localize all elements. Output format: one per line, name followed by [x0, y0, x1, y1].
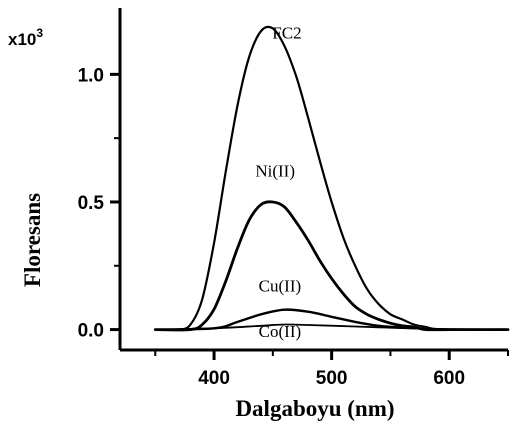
- y-tick-label-2: 1.0: [78, 65, 104, 86]
- x-tick-label-600: 600: [433, 368, 465, 389]
- y-tick-label-0: 0.0: [78, 321, 104, 342]
- y-tick-label-1: 0.5: [78, 193, 105, 214]
- axes-layer: 400 500 600 0.0 0.5 1.0: [78, 8, 509, 389]
- x-tick-label-500: 500: [316, 368, 348, 389]
- x-axis-title: Dalgaboyu (nm): [235, 396, 394, 421]
- series-label-co-ii: Co(II): [259, 322, 301, 341]
- series-label-ni-ii: Ni(II): [255, 161, 295, 180]
- series-label-fc2: FC2: [272, 24, 301, 43]
- curves-layer: [153, 25, 510, 332]
- y-axis-title: Floresans: [20, 193, 45, 287]
- series-line-co-ii: [154, 323, 509, 331]
- x-tick-label-400: 400: [198, 368, 230, 389]
- series-line-fc2: [154, 25, 510, 332]
- series-label-cu-ii: Cu(II): [259, 276, 301, 295]
- y-axis-multiplier: x103: [8, 26, 43, 49]
